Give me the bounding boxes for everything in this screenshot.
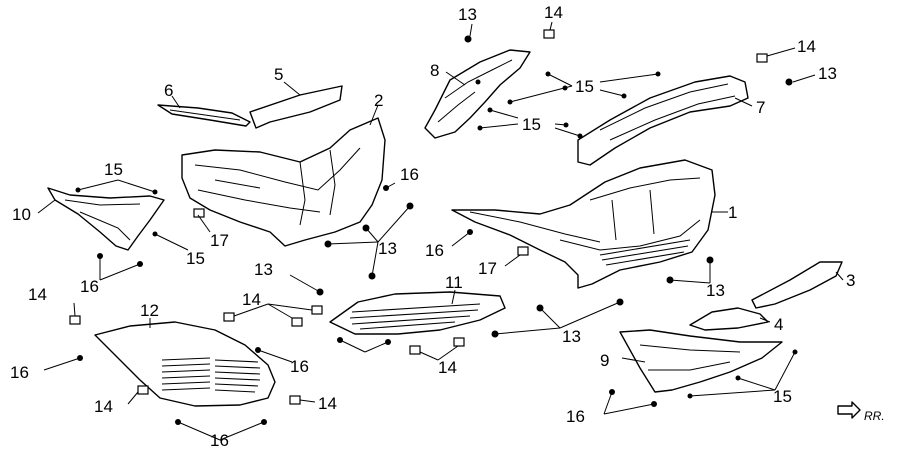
- part-1-floor-panel: [451, 159, 716, 289]
- nut-icon: [137, 385, 149, 395]
- nut-icon: [756, 53, 768, 63]
- direction-label: RR.: [864, 409, 885, 423]
- callout-6: 6: [164, 81, 173, 100]
- callout-14: 14: [544, 3, 563, 22]
- part-9-lower-side-panel: [619, 329, 783, 393]
- screw-icon: [785, 78, 793, 86]
- callout-16: 16: [566, 407, 585, 426]
- callout-15: 15: [773, 387, 792, 406]
- callout-13: 13: [378, 239, 397, 258]
- nut-icon: [409, 345, 421, 355]
- callout-17: 17: [478, 259, 497, 278]
- callout-13: 13: [458, 5, 477, 24]
- part-7-rear-cover: [577, 75, 749, 166]
- callout-8: 8: [430, 61, 439, 80]
- part-8-upper-cover: [424, 49, 531, 139]
- part-6-trim-strip: [157, 104, 251, 127]
- part-12-vent-cover: [94, 321, 276, 407]
- callout-17: 17: [210, 231, 229, 250]
- callout-13: 13: [706, 281, 725, 300]
- callout-13: 13: [254, 260, 273, 279]
- callout-1: 1: [728, 203, 737, 222]
- arrow-right-icon: [837, 401, 861, 419]
- callout-12: 12: [140, 301, 159, 320]
- nut-icon: [453, 337, 465, 347]
- part-12-louver-left: [161, 357, 211, 391]
- direction-indicator: RR.: [837, 401, 885, 423]
- part-4-end-cap: [689, 307, 769, 331]
- callout-13: 13: [818, 64, 837, 83]
- callout-16: 16: [400, 165, 419, 184]
- callout-2: 2: [374, 91, 383, 110]
- callout-16: 16: [80, 277, 99, 296]
- callout-14: 14: [438, 358, 457, 377]
- nut-icon: [291, 317, 303, 327]
- callout-15: 15: [522, 115, 541, 134]
- part-5-side-trim: [249, 85, 343, 129]
- callout-15: 15: [104, 160, 123, 179]
- leader-lines: [37, 21, 844, 441]
- nut-icon: [223, 312, 235, 322]
- callout-11: 11: [445, 273, 463, 292]
- clip-icon: [475, 79, 481, 85]
- callout-7: 7: [756, 98, 765, 117]
- nut-icon: [289, 395, 301, 405]
- part-10-left-side-panel: [47, 187, 165, 251]
- callout-9: 9: [600, 351, 609, 370]
- callout-10: 10: [12, 205, 31, 224]
- part-11-mat-ribs: [349, 303, 481, 330]
- callout-14: 14: [318, 394, 337, 413]
- callout-16: 16: [10, 363, 29, 382]
- callout-16: 16: [425, 241, 444, 260]
- part-3-side-rail: [751, 261, 843, 309]
- part-1-floor-grille: [599, 239, 691, 266]
- nut-icon: [311, 305, 323, 315]
- callout-15: 15: [575, 77, 594, 96]
- callout-15: 15: [186, 249, 205, 268]
- callout-13: 13: [562, 327, 581, 346]
- nut-icon: [69, 315, 81, 325]
- callout-14: 14: [94, 397, 113, 416]
- screw-icon: [464, 35, 472, 43]
- callout-16: 16: [210, 431, 229, 450]
- callout-14: 14: [242, 290, 261, 309]
- callout-14: 14: [28, 285, 47, 304]
- callout-3: 3: [846, 271, 855, 290]
- callout-5: 5: [274, 65, 283, 84]
- nut-icon: [517, 246, 529, 256]
- part-12-louver-right: [214, 359, 261, 393]
- part-2-center-body: [181, 117, 386, 247]
- callout-numbers: 13 14 14 13 15 15 7 8 5 6 2 15 10 16 17 …: [10, 3, 855, 450]
- part-11-floor-mat: [329, 291, 506, 335]
- callout-16: 16: [290, 357, 309, 376]
- callout-14: 14: [797, 37, 816, 56]
- nut-icon: [543, 29, 555, 39]
- callout-4: 4: [774, 315, 783, 334]
